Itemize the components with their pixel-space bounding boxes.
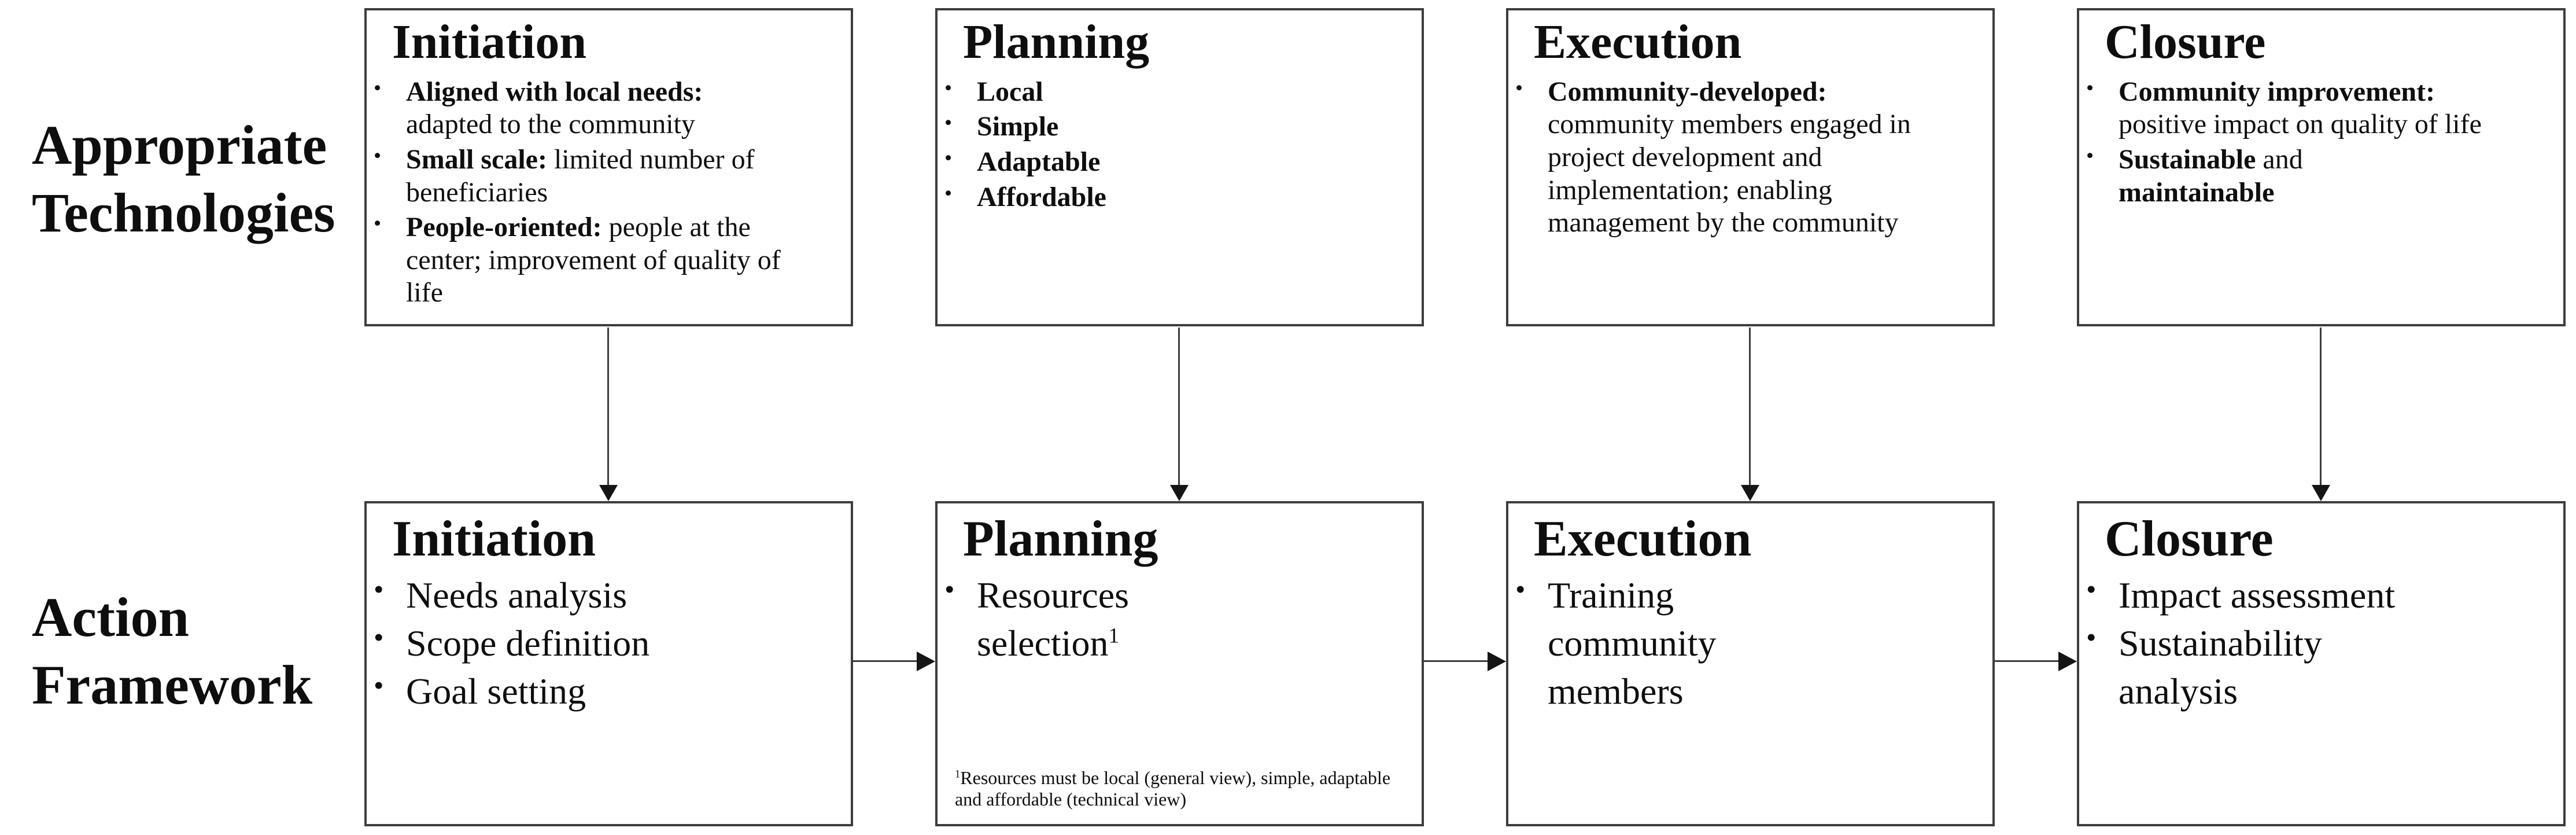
arrow-right-initiation-to-planning bbox=[853, 652, 935, 671]
bullet-item: Simple bbox=[938, 111, 1364, 144]
arrow-line bbox=[2320, 328, 2322, 485]
arrow-line bbox=[607, 328, 609, 485]
bullet-text: community members engaged in project dev… bbox=[1548, 109, 1911, 238]
arrow-right-planning-to-execution bbox=[1424, 652, 1506, 671]
bullet-list: Resources selection1 bbox=[938, 571, 1404, 667]
box-title: Execution bbox=[1534, 511, 1752, 567]
arrow-line bbox=[1749, 328, 1751, 485]
arrow-line bbox=[853, 660, 918, 662]
top-box-initiation: Initiation Aligned with local needs: ada… bbox=[364, 8, 853, 326]
bullet-item: People-oriented: people at the center; i… bbox=[367, 211, 794, 310]
box-title: Initiation bbox=[392, 15, 587, 69]
bullet-text: Training community members bbox=[1548, 575, 1717, 712]
row-label-line: Appropriate bbox=[32, 114, 327, 176]
bullet-list: Training community members bbox=[1508, 571, 1975, 716]
arrow-head-right-icon bbox=[1488, 652, 1506, 671]
box-title: Planning bbox=[963, 15, 1150, 69]
bullet-lead-bold: Community improvement: bbox=[2119, 76, 2435, 107]
row-label-action-framework: Action Framework bbox=[32, 583, 364, 719]
bottom-box-execution: Execution Training community members bbox=[1506, 501, 1995, 826]
bullet-list: Community improvement: positive impact o… bbox=[2079, 76, 2546, 209]
bullet-item: Sustainability analysis bbox=[2079, 619, 2442, 715]
arrow-down-planning bbox=[1170, 328, 1189, 501]
bullet-list: Aligned with local needs: adapted to the… bbox=[367, 76, 833, 310]
bullet-item: Adaptable bbox=[938, 146, 1364, 179]
arrow-down-execution bbox=[1741, 328, 1759, 501]
bullet-item: Aligned with local needs: adapted to the… bbox=[367, 76, 794, 141]
bullet-text: limited number of beneficiaries bbox=[406, 144, 755, 208]
bullet-lead-bold: Sustainable bbox=[2119, 144, 2256, 175]
arrow-line bbox=[1995, 660, 2060, 662]
bullet-text: adapted to the community bbox=[406, 109, 695, 140]
bullet-item: Community-developed: community members e… bbox=[1508, 76, 1935, 240]
footnote-marker: 1 bbox=[1108, 624, 1120, 648]
bottom-box-planning: Planning Resources selection1 1Resources… bbox=[935, 501, 1424, 826]
arrow-down-initiation bbox=[599, 328, 618, 501]
arrow-down-closure bbox=[2312, 328, 2330, 501]
bullet-tail-bold: maintainable bbox=[2119, 176, 2275, 208]
box-title: Closure bbox=[2105, 15, 2266, 69]
arrow-head-right-icon bbox=[917, 652, 935, 671]
top-box-planning: Planning Local Simple Adaptable Affordab… bbox=[935, 8, 1424, 326]
bullet-text: Resources selection bbox=[977, 575, 1130, 664]
row-label-appropriate-technologies: Appropriate Technologies bbox=[32, 111, 364, 247]
arrow-right-execution-to-closure bbox=[1995, 652, 2077, 671]
top-box-execution: Execution Community-developed: community… bbox=[1506, 8, 1995, 326]
row-label-line: Technologies bbox=[32, 182, 335, 244]
bullet-list: Local Simple Adaptable Affordable bbox=[938, 76, 1404, 214]
bullet-item: Small scale: limited number of beneficia… bbox=[367, 144, 794, 209]
bullet-item: Training community members bbox=[1508, 571, 1721, 716]
bullet-lead-bold: Simple bbox=[977, 111, 1059, 142]
bullet-item: Resources selection1 bbox=[938, 571, 1226, 667]
bottom-box-initiation: Initiation Needs analysis Scope definiti… bbox=[364, 501, 853, 826]
bullet-text: and bbox=[2256, 144, 2303, 175]
bullet-lead-bold: Affordable bbox=[977, 181, 1106, 212]
bullet-text: people at the center; improvement of qua… bbox=[406, 212, 781, 308]
top-box-closure: Closure Community improvement: positive … bbox=[2077, 8, 2566, 326]
footnote-marker: 1 bbox=[955, 768, 961, 781]
bullet-text: positive impact on quality of life bbox=[2119, 109, 2482, 140]
box-title: Planning bbox=[963, 511, 1158, 567]
bullet-lead-bold: Aligned with local needs: bbox=[406, 76, 703, 107]
bullet-item: Impact assessment bbox=[2079, 571, 2442, 619]
bullet-item: Goal setting bbox=[367, 667, 811, 715]
bullet-item: Affordable bbox=[938, 181, 1364, 214]
bullet-item: Scope definition bbox=[367, 619, 811, 667]
arrow-head-right-icon bbox=[2058, 652, 2077, 671]
bullet-text: Goal setting bbox=[406, 671, 586, 712]
footnote-text: Resources must be local (general view), … bbox=[955, 767, 1391, 810]
bullet-lead-bold: Community-developed: bbox=[1548, 76, 1827, 107]
bullet-item: Local bbox=[938, 76, 1364, 109]
arrow-head-down-icon bbox=[2312, 485, 2330, 501]
row-label-line: Action bbox=[32, 586, 189, 648]
box-title: Execution bbox=[1534, 15, 1742, 69]
arrow-head-down-icon bbox=[1170, 485, 1189, 501]
bullet-list: Impact assessment Sustainability analysi… bbox=[2079, 571, 2546, 716]
bullet-list: Needs analysis Scope definition Goal set… bbox=[367, 571, 833, 716]
bullet-lead-bold: People-oriented: bbox=[406, 212, 602, 243]
footnote: 1Resources must be local (general view),… bbox=[955, 767, 1404, 810]
bullet-lead-bold: Small scale: bbox=[406, 144, 547, 175]
bullet-list: Community-developed: community members e… bbox=[1508, 76, 1975, 240]
row-label-line: Framework bbox=[32, 654, 313, 716]
bullet-item: Community improvement: positive impact o… bbox=[2079, 76, 2506, 141]
bullet-text: Needs analysis bbox=[406, 575, 628, 616]
bullet-lead-bold: Adaptable bbox=[977, 146, 1101, 177]
bullet-text: Impact assessment bbox=[2119, 575, 2396, 616]
bullet-item: Sustainable and maintainable bbox=[2079, 144, 2396, 209]
bullet-text: Scope definition bbox=[406, 623, 650, 664]
arrow-head-down-icon bbox=[1741, 485, 1759, 501]
box-title: Initiation bbox=[392, 511, 596, 567]
bottom-box-closure: Closure Impact assessment Sustainability… bbox=[2077, 501, 2566, 826]
bullet-lead-bold: Local bbox=[977, 76, 1043, 107]
bullet-item: Needs analysis bbox=[367, 571, 811, 619]
arrow-head-down-icon bbox=[599, 485, 618, 501]
arrow-line bbox=[1178, 328, 1180, 485]
bullet-text: Sustainability analysis bbox=[2119, 623, 2322, 712]
arrow-line bbox=[1424, 660, 1489, 662]
box-title: Closure bbox=[2105, 511, 2274, 567]
